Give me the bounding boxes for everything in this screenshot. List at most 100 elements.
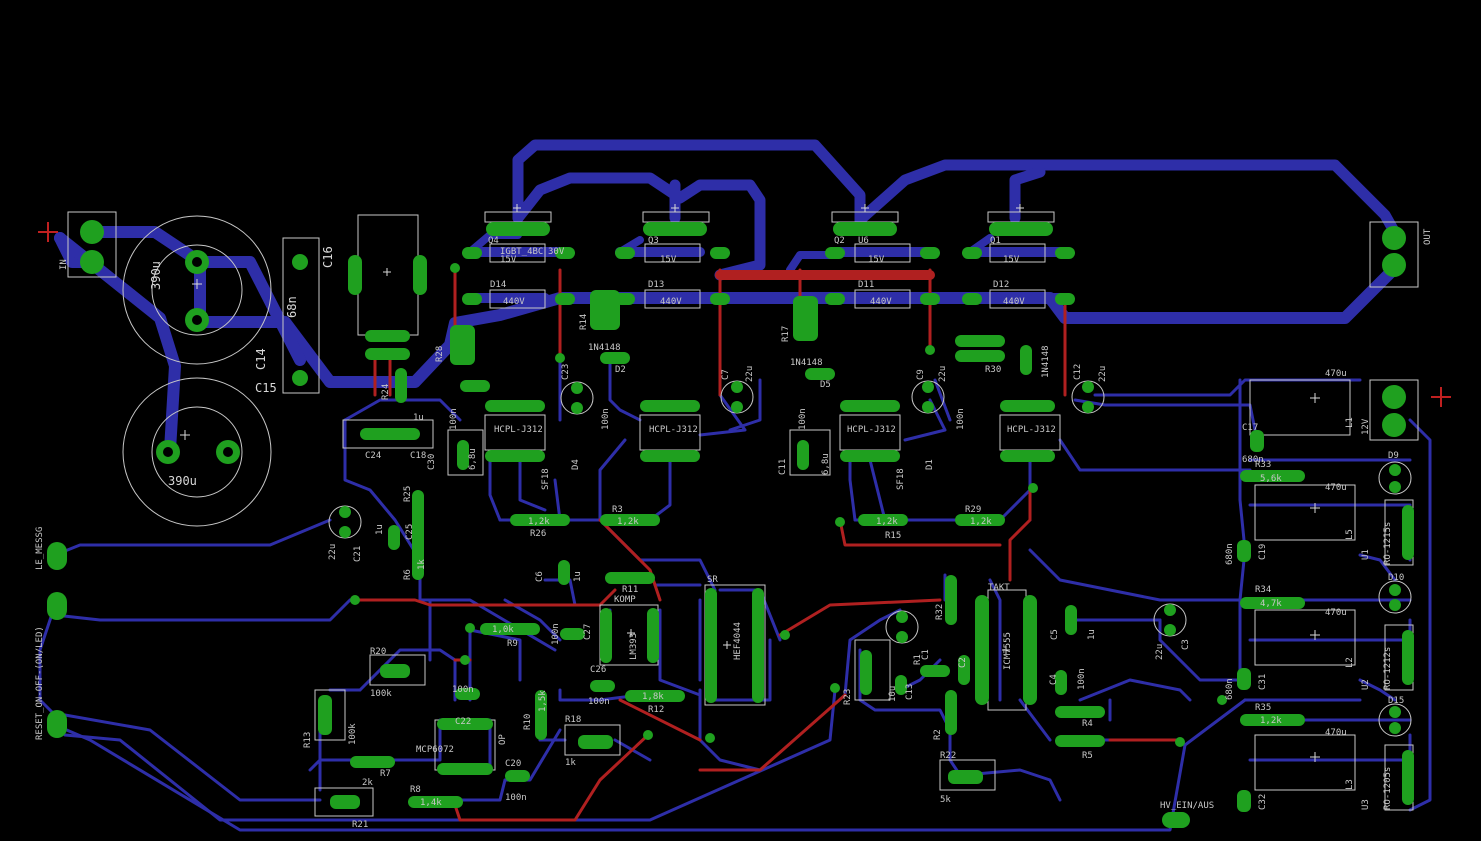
label-1k2-a: 1,2k xyxy=(528,517,550,527)
label-r34: R34 xyxy=(1255,585,1271,595)
label-d11: D11 xyxy=(858,280,874,290)
label-100n-a: 100n xyxy=(601,408,611,430)
label-100n-i: 100n xyxy=(1077,668,1087,690)
label-d13: D13 xyxy=(648,280,664,290)
label-100n-f: 100n xyxy=(588,697,610,707)
label-r1: R1 xyxy=(913,654,923,665)
label-d4: D4 xyxy=(571,459,581,470)
label-l5: L5 xyxy=(1345,529,1355,540)
label-r32: R32 xyxy=(935,604,945,620)
label-r26: R26 xyxy=(530,529,546,539)
label-22u-d: 22u xyxy=(328,544,338,560)
label-c27: C27 xyxy=(583,624,593,640)
polarity-markers xyxy=(38,222,1451,407)
label-r18: R18 xyxy=(565,715,581,725)
label-q1: Q1 xyxy=(990,236,1001,246)
label-100n-c: 100n xyxy=(956,408,966,430)
label-le-messg: LE_MESSG xyxy=(35,527,45,570)
label-1u-b: 1u xyxy=(375,524,385,535)
label-c22: C22 xyxy=(455,717,471,727)
label-r17: R17 xyxy=(781,326,791,342)
label-r8: R8 xyxy=(410,785,421,795)
label-c5: C5 xyxy=(1050,629,1060,640)
label-igbt: IGBT_4BC xyxy=(500,247,543,257)
label-6u8-a: 6,8u xyxy=(821,453,831,475)
label-15v-c: 15V xyxy=(868,255,885,265)
label-sr: SR xyxy=(707,575,718,585)
label-1k2-b: 1,2k xyxy=(617,517,639,527)
label-12v: 12V xyxy=(1361,418,1371,435)
label-1k2-e: 1,2k xyxy=(1260,716,1282,726)
label-hcpl-c: HCPL-J312 xyxy=(847,425,896,435)
label-c2: C2 xyxy=(958,657,968,668)
label-q4: Q4 xyxy=(488,236,499,246)
label-c24: C24 xyxy=(365,451,381,461)
label-d12: D12 xyxy=(993,280,1009,290)
label-440v-d: 440V xyxy=(1003,297,1025,307)
top-copper xyxy=(353,268,1177,822)
label-u2: U2 xyxy=(1361,679,1371,690)
label-d5: D5 xyxy=(820,380,831,390)
power-traces xyxy=(54,139,1404,456)
label-c30: C30 xyxy=(427,454,437,470)
label-470u-d: 470u xyxy=(1325,728,1347,738)
label-r24: R24 xyxy=(381,384,391,400)
label-hcpl-b: HCPL-J312 xyxy=(649,425,698,435)
label-c19: C19 xyxy=(1258,544,1268,560)
label-1k4: 1,4k xyxy=(420,798,442,808)
label-1k0: 1,0k xyxy=(492,625,514,635)
label-r30: R30 xyxy=(985,365,1001,375)
label-c13: C13 xyxy=(905,684,915,700)
label-c16: C16 xyxy=(321,246,335,268)
label-15v-a: 15V xyxy=(500,255,517,265)
label-r2: R2 xyxy=(933,729,943,740)
label-1u-c: 1u xyxy=(573,571,583,582)
label-6u8-b: 6,8u xyxy=(468,448,478,470)
label-r14: R14 xyxy=(579,314,589,330)
label-l3: L3 xyxy=(1345,779,1355,790)
label-r4: R4 xyxy=(1082,719,1093,729)
label-c31: C31 xyxy=(1258,674,1268,690)
label-c6: C6 xyxy=(535,571,545,582)
label-1k-b: 1k xyxy=(565,758,576,768)
label-r35: R35 xyxy=(1255,703,1271,713)
label-d10: D10 xyxy=(1388,573,1404,583)
label-c14: C14 xyxy=(254,348,268,370)
label-in: IN xyxy=(59,259,69,270)
label-22u-e: 22u xyxy=(1155,644,1165,660)
label-c32: C32 xyxy=(1258,794,1268,810)
label-1n4148-a: 1N4148 xyxy=(588,343,621,353)
label-c15-val: 390u xyxy=(168,474,197,488)
label-1n4148-b: 1N4148 xyxy=(790,358,823,368)
label-1n4148-c: 1N4148 xyxy=(1041,345,1051,378)
label-komp: KOMP xyxy=(614,595,636,605)
label-icm7555: ICM7555 xyxy=(1003,632,1013,670)
label-r10: R10 xyxy=(523,714,533,730)
label-c4: C4 xyxy=(1049,674,1059,685)
label-680n-b: 680n xyxy=(1225,543,1235,565)
origin-markers xyxy=(180,204,1320,762)
label-100n-d: 100n xyxy=(449,408,459,430)
label-d14: D14 xyxy=(490,280,506,290)
label-q3: Q3 xyxy=(648,236,659,246)
label-c12: C12 xyxy=(1073,364,1083,380)
label-30v: 30V xyxy=(548,247,565,257)
label-470u-a: 470u xyxy=(1325,369,1347,379)
label-mcp: MCP6072 xyxy=(416,745,454,755)
label-c11: C11 xyxy=(778,459,788,475)
label-ro1205: RO-1205s xyxy=(1383,767,1393,810)
label-d1: D1 xyxy=(925,459,935,470)
label-c15: C15 xyxy=(255,381,277,395)
label-c18: C18 xyxy=(410,451,426,461)
label-c25: C25 xyxy=(405,524,415,540)
label-c3: C3 xyxy=(1181,639,1191,650)
label-q2: Q2 xyxy=(834,236,845,246)
label-l2: L2 xyxy=(1345,657,1355,668)
label-u6: U6 xyxy=(858,236,869,246)
label-100k-a: 100k xyxy=(370,689,392,699)
label-hcpl-a: HCPL-J312 xyxy=(494,425,543,435)
label-ro1215: RO-1215s xyxy=(1383,522,1393,565)
label-5k6: 5,6k xyxy=(1260,474,1282,484)
label-u1: U1 xyxy=(1361,549,1371,560)
label-470u-b: 470u xyxy=(1325,483,1347,493)
